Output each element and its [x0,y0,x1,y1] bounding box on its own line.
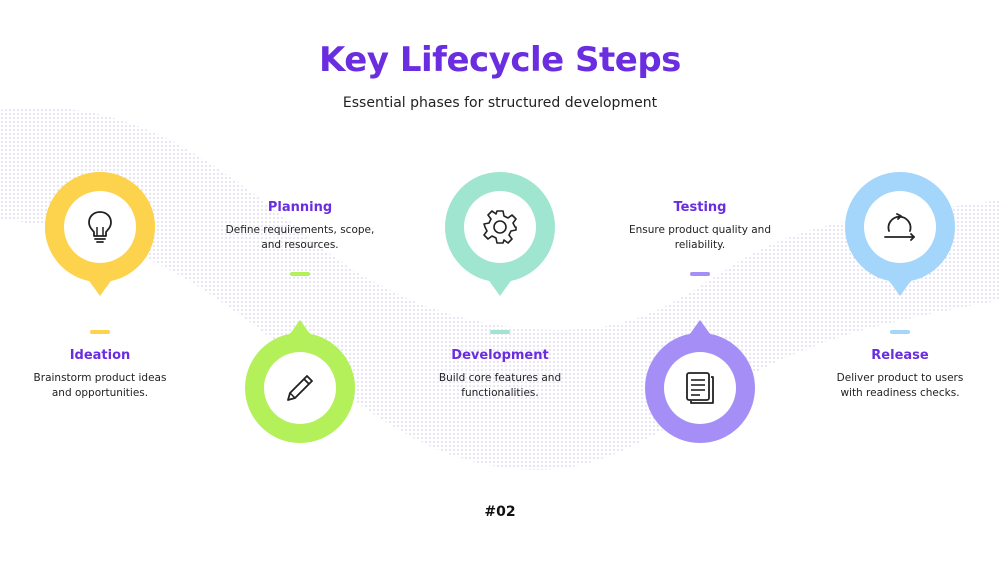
testing-dash [690,272,710,276]
release-description: Deliver product to users with readiness … [836,372,964,399]
testing-description: Ensure product quality and reliability. [628,224,772,251]
testing-title: Testing [673,200,727,215]
ideation-title: Ideation [69,348,131,363]
gear-icon [483,210,517,244]
page-subtitle: Essential phases for structured developm… [342,95,658,111]
slide-number: #02 [484,504,516,520]
planning-title: Planning [267,200,333,215]
development-description: Build core features and functionalities. [438,372,562,399]
cycle-arrow-icon [884,213,915,241]
lightbulb-icon [88,211,112,243]
development-title: Development [451,348,549,363]
release-pin [845,172,955,302]
ideation-description: Brainstorm product ideas and opportuniti… [33,372,167,399]
release-dash [890,330,910,334]
pencil-icon [287,375,313,401]
planning-dash [290,272,310,276]
development-dash [490,330,510,334]
ideation-dash [90,330,110,334]
release-title: Release [871,348,929,363]
planning-description: Define requirements, scope, and resource… [225,224,375,251]
testing-pin [645,318,755,448]
planning-pin [245,318,355,448]
ideation-pin [45,172,155,302]
document-icon [686,372,714,404]
page-title: Key Lifecycle Steps [319,40,681,80]
development-pin [445,172,555,302]
